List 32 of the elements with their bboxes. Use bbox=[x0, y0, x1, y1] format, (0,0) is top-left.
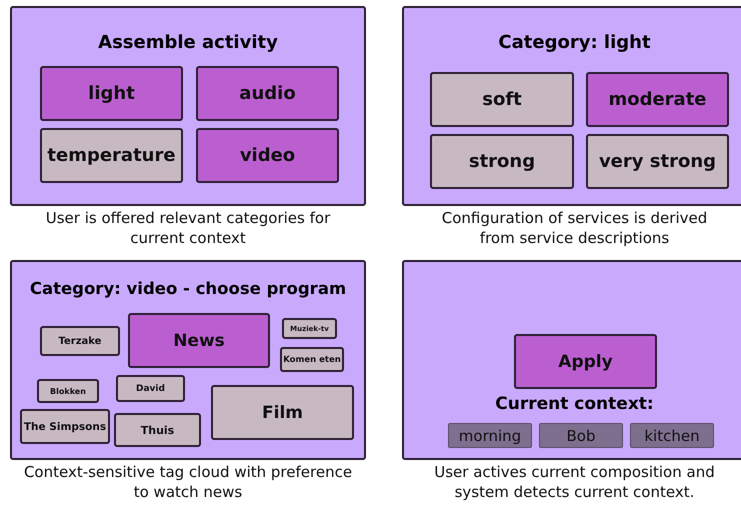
option-tile: The Simpsons bbox=[20, 409, 110, 444]
selected-option: News bbox=[128, 313, 270, 368]
panel-label: Context-sensitive tag cloud with preference to watch news bbox=[22, 462, 354, 502]
selected-option: Apply bbox=[514, 334, 657, 389]
selected-option: light bbox=[40, 66, 183, 121]
option-tile: Thuis bbox=[114, 413, 201, 447]
panel-heading: Current context: bbox=[494, 394, 655, 414]
panel-label: User actives current composition and system detects current context. bbox=[433, 462, 716, 502]
option-tile: Blokken bbox=[37, 379, 99, 403]
panel bbox=[402, 6, 741, 206]
panel-label: Configuration of services is derived from service descriptions bbox=[440, 208, 708, 248]
panel bbox=[402, 260, 741, 460]
panel-heading: Category: light bbox=[497, 32, 652, 54]
option-tile: Film bbox=[211, 385, 354, 440]
selected-option: audio bbox=[196, 66, 339, 121]
option-tile: Terzake bbox=[40, 326, 120, 356]
selected-option: moderate bbox=[586, 72, 729, 127]
panel-label: User is offered relevant categories for current context bbox=[44, 208, 332, 248]
panel bbox=[10, 260, 366, 460]
panel-heading: Category: video - choose program bbox=[28, 279, 348, 298]
context-tag: Bob bbox=[539, 423, 623, 448]
option-tile: David bbox=[116, 375, 185, 402]
context-tag: morning bbox=[448, 423, 532, 448]
option-tile: very strong bbox=[586, 134, 729, 189]
context-tag: kitchen bbox=[630, 423, 714, 448]
option-tile: Komen eten bbox=[280, 347, 344, 372]
selected-option: video bbox=[196, 128, 339, 183]
panel-heading: Assemble activity bbox=[97, 32, 279, 54]
option-tile: soft bbox=[430, 72, 574, 127]
option-tile: strong bbox=[430, 134, 574, 189]
panel bbox=[10, 6, 366, 206]
option-tile: temperature bbox=[40, 128, 183, 183]
